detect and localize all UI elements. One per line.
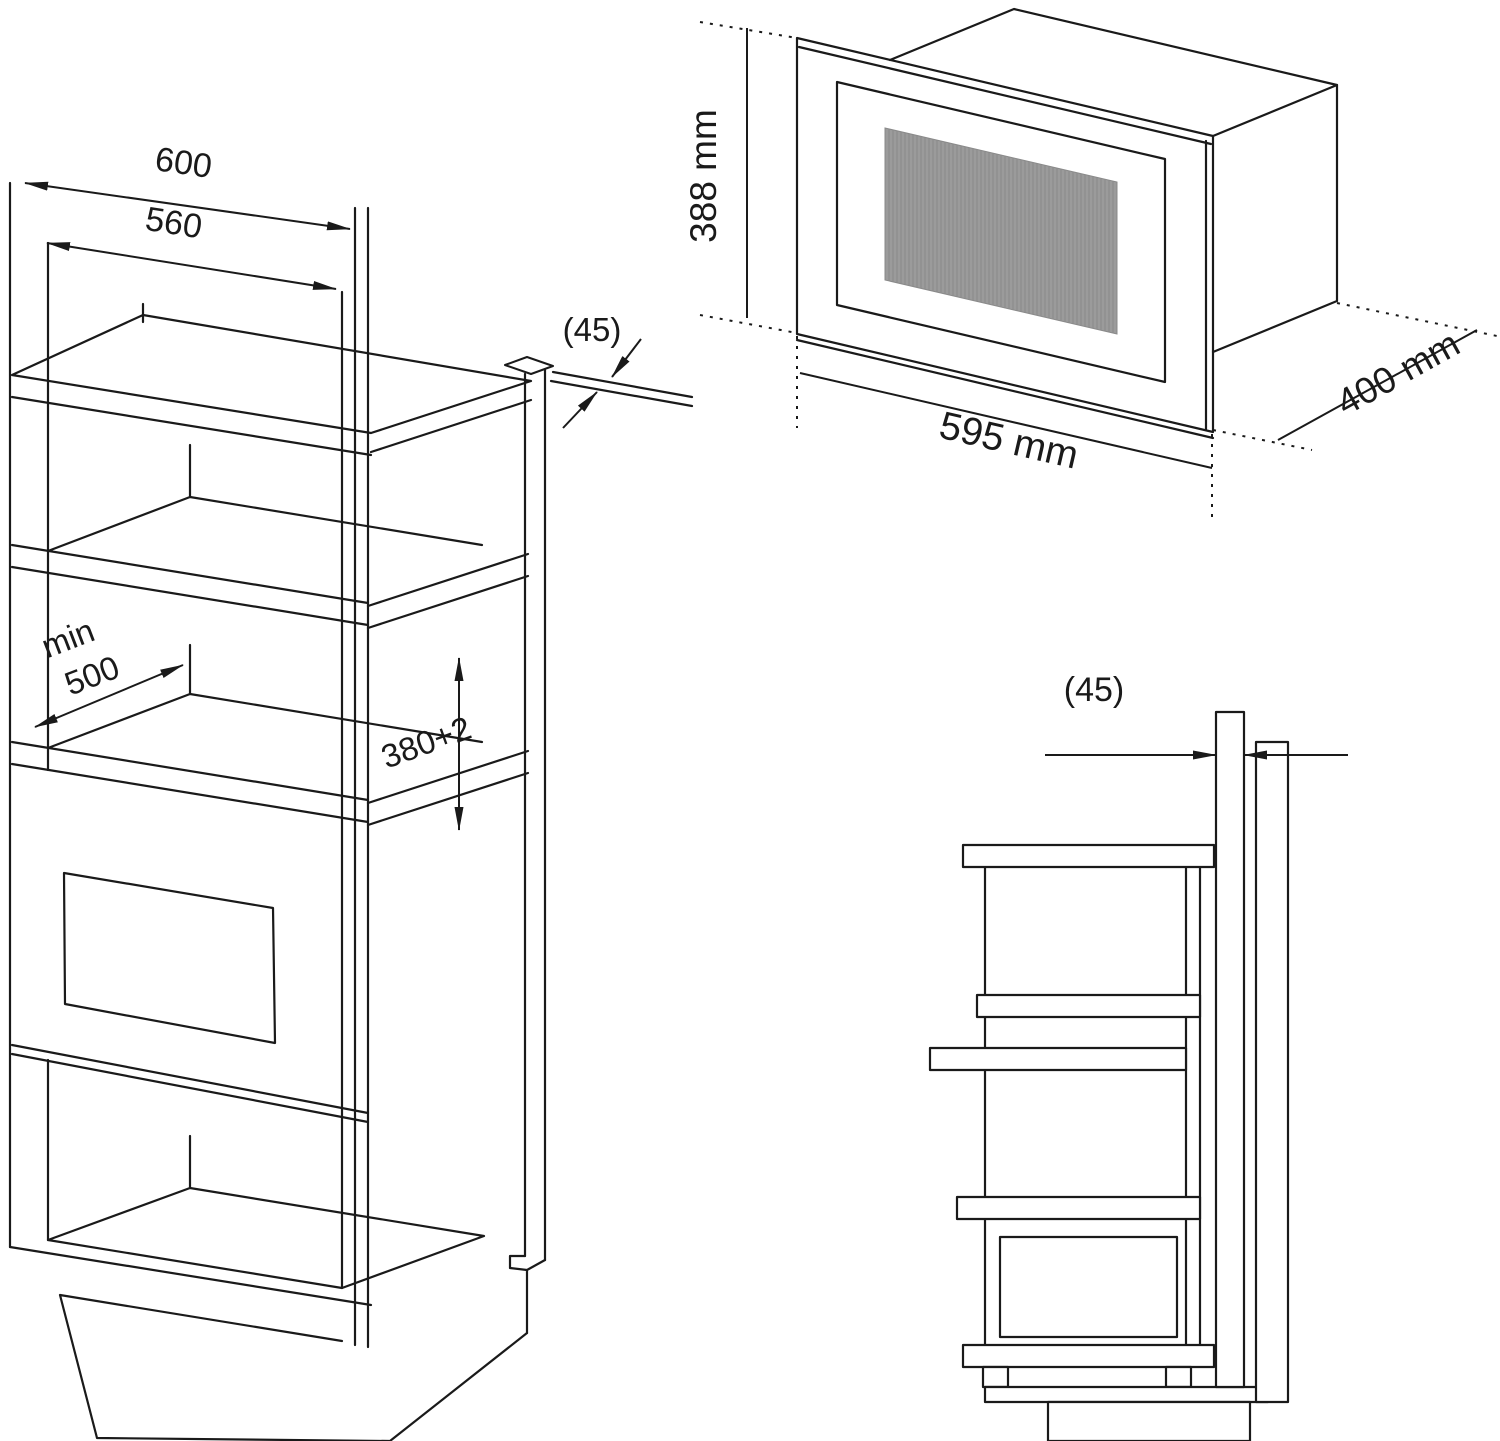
dimension-400: 400 mm <box>1212 302 1498 451</box>
dimension-560: 560 <box>46 200 337 290</box>
oven-isometric-view: 388 mm 595 mm 400 mm <box>683 7 1498 520</box>
oven-door-window-outline <box>62 871 277 1045</box>
dimension-595: 595 mm <box>796 336 1213 520</box>
dimension-600-label: 600 <box>153 140 214 186</box>
dimension-560-label: 560 <box>143 200 205 246</box>
dimension-min-500: min 500 <box>34 611 184 728</box>
side-structure <box>928 710 1290 1441</box>
cabinet-structure <box>8 181 533 1441</box>
dimension-380-label: 380+2 <box>376 709 476 775</box>
dimension-595-label: 595 mm <box>935 404 1082 478</box>
dimension-45-cabinet-label: (45) <box>563 311 622 348</box>
dimension-400-label: 400 mm <box>1330 323 1467 424</box>
oven-glass-window <box>884 127 1118 335</box>
side-back-panel <box>1254 740 1290 1404</box>
oven-structure <box>795 7 1339 440</box>
dimension-388: 388 mm <box>683 21 798 334</box>
side-door-panel <box>1214 710 1246 1389</box>
dimension-380: 380+2 <box>376 657 476 831</box>
dimension-45-cabinet: (45) <box>562 311 642 429</box>
cabinet-isometric-view: 600 560 min 500 380+2 (45) <box>8 140 694 1441</box>
dimension-45-side-label: (45) <box>1064 671 1124 709</box>
dimension-600: 600 <box>24 140 351 231</box>
cabinet-side-view: (45) <box>928 671 1348 1441</box>
cabinet-45-panel <box>504 356 694 1335</box>
dimension-45-side: (45) <box>1045 671 1348 760</box>
dimension-388-label: 388 mm <box>683 109 724 243</box>
